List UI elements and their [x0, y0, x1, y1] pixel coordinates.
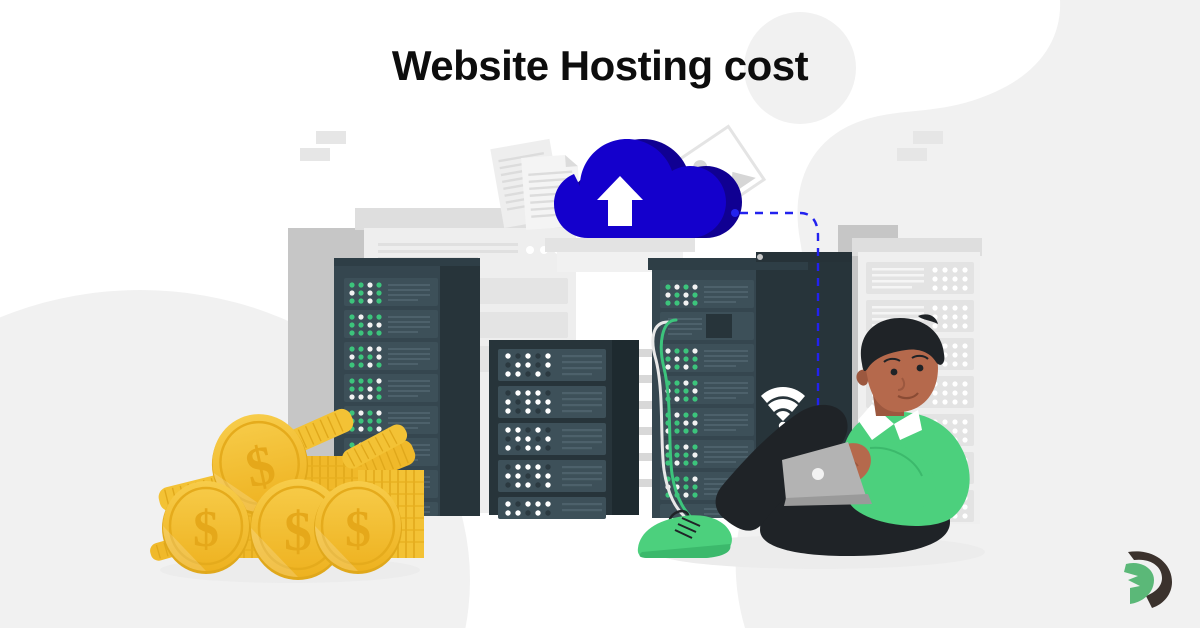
svg-text:$: $	[193, 501, 219, 558]
svg-text:$: $	[284, 501, 312, 563]
spartan-helmet-logo[interactable]	[1110, 542, 1182, 614]
led-grid	[349, 282, 382, 304]
coin-face-right: $	[314, 481, 402, 574]
coin-pile: $ $ $	[150, 408, 424, 580]
background-small-boxes	[300, 131, 943, 161]
coin-face-left: $	[162, 481, 250, 574]
upload-arrow-icon	[597, 176, 643, 226]
background-circle-small	[744, 12, 856, 124]
person-with-laptop	[637, 314, 970, 558]
wifi-icon	[761, 387, 805, 431]
shoe	[637, 515, 732, 558]
upload-cloud	[554, 139, 742, 238]
server-rack-center	[489, 340, 653, 519]
laptop	[782, 442, 872, 506]
svg-text:$: $	[345, 501, 371, 558]
page-title: Website Hosting cost	[391, 42, 809, 89]
